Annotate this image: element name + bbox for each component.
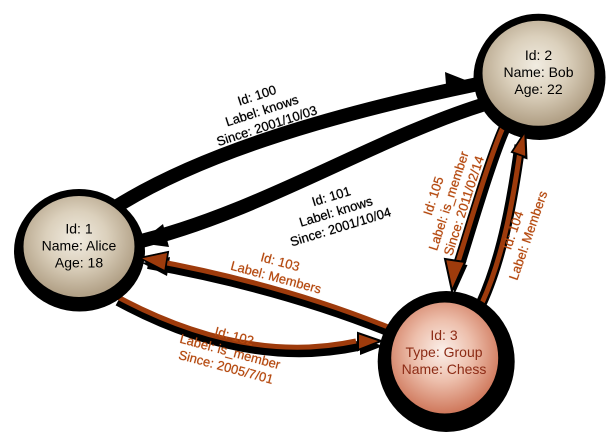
svg-text:Name: Alice: Name: Alice bbox=[42, 238, 117, 254]
svg-text:Id: 1: Id: 1 bbox=[65, 221, 92, 237]
svg-text:Age: 22: Age: 22 bbox=[514, 81, 562, 97]
svg-text:Id: 2: Id: 2 bbox=[525, 47, 552, 63]
svg-text:Name: Chess: Name: Chess bbox=[402, 361, 487, 377]
svg-text:Age: 18: Age: 18 bbox=[55, 255, 103, 271]
svg-text:Type: Group: Type: Group bbox=[405, 344, 482, 360]
svg-text:Name: Bob: Name: Bob bbox=[503, 64, 573, 80]
svg-text:Id: 3: Id: 3 bbox=[430, 327, 457, 343]
